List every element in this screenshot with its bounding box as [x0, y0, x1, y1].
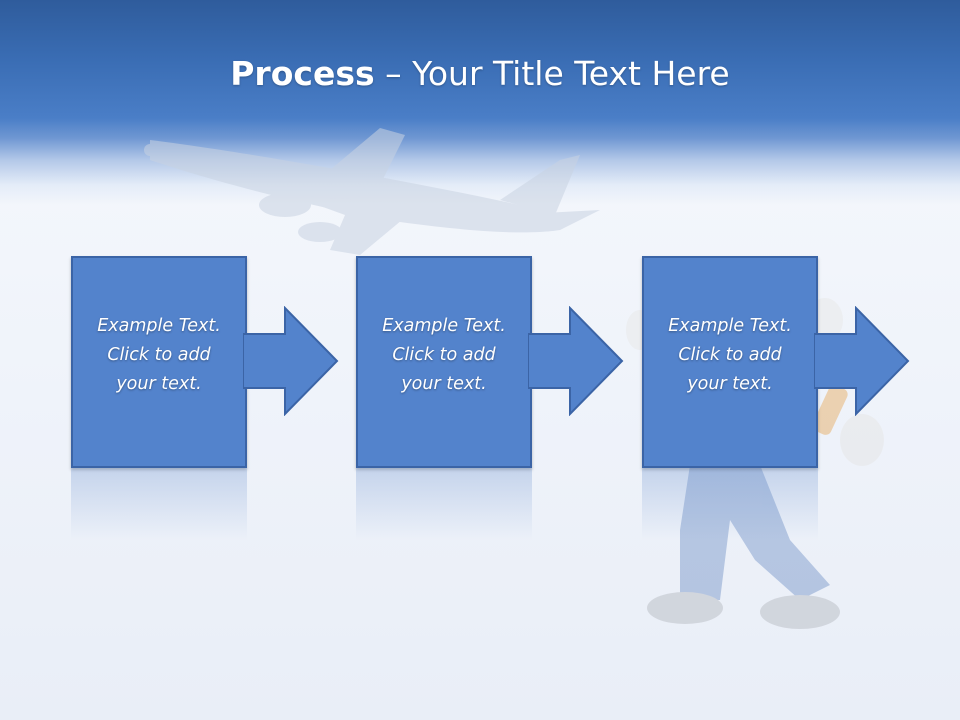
- step-reflection: [356, 468, 626, 548]
- right-arrow-icon: [243, 306, 339, 416]
- step-text[interactable]: Example Text. Click to add your text.: [97, 316, 221, 394]
- title-banner: [0, 0, 960, 205]
- title-bold-part: Process: [230, 54, 375, 93]
- box-reflection: [356, 468, 532, 540]
- box-reflection: [642, 468, 818, 540]
- process-step-2[interactable]: Example Text. Click to add your text.: [356, 256, 626, 468]
- process-step-1[interactable]: Example Text. Click to add your text.: [71, 256, 341, 468]
- step-reflection: [642, 468, 912, 548]
- box-reflection: [71, 468, 247, 540]
- step-box[interactable]: [71, 256, 247, 468]
- step-text[interactable]: Example Text. Click to add your text.: [668, 316, 792, 394]
- right-arrow-icon: [814, 306, 910, 416]
- title-rest-part: – Your Title Text Here: [374, 54, 730, 93]
- step-reflection: [71, 468, 341, 548]
- step-text[interactable]: Example Text. Click to add your text.: [382, 316, 506, 394]
- slide-title[interactable]: Process – Your Title Text Here: [0, 52, 960, 96]
- process-step-3[interactable]: Example Text. Click to add your text.: [642, 256, 912, 468]
- right-arrow-icon: [528, 306, 624, 416]
